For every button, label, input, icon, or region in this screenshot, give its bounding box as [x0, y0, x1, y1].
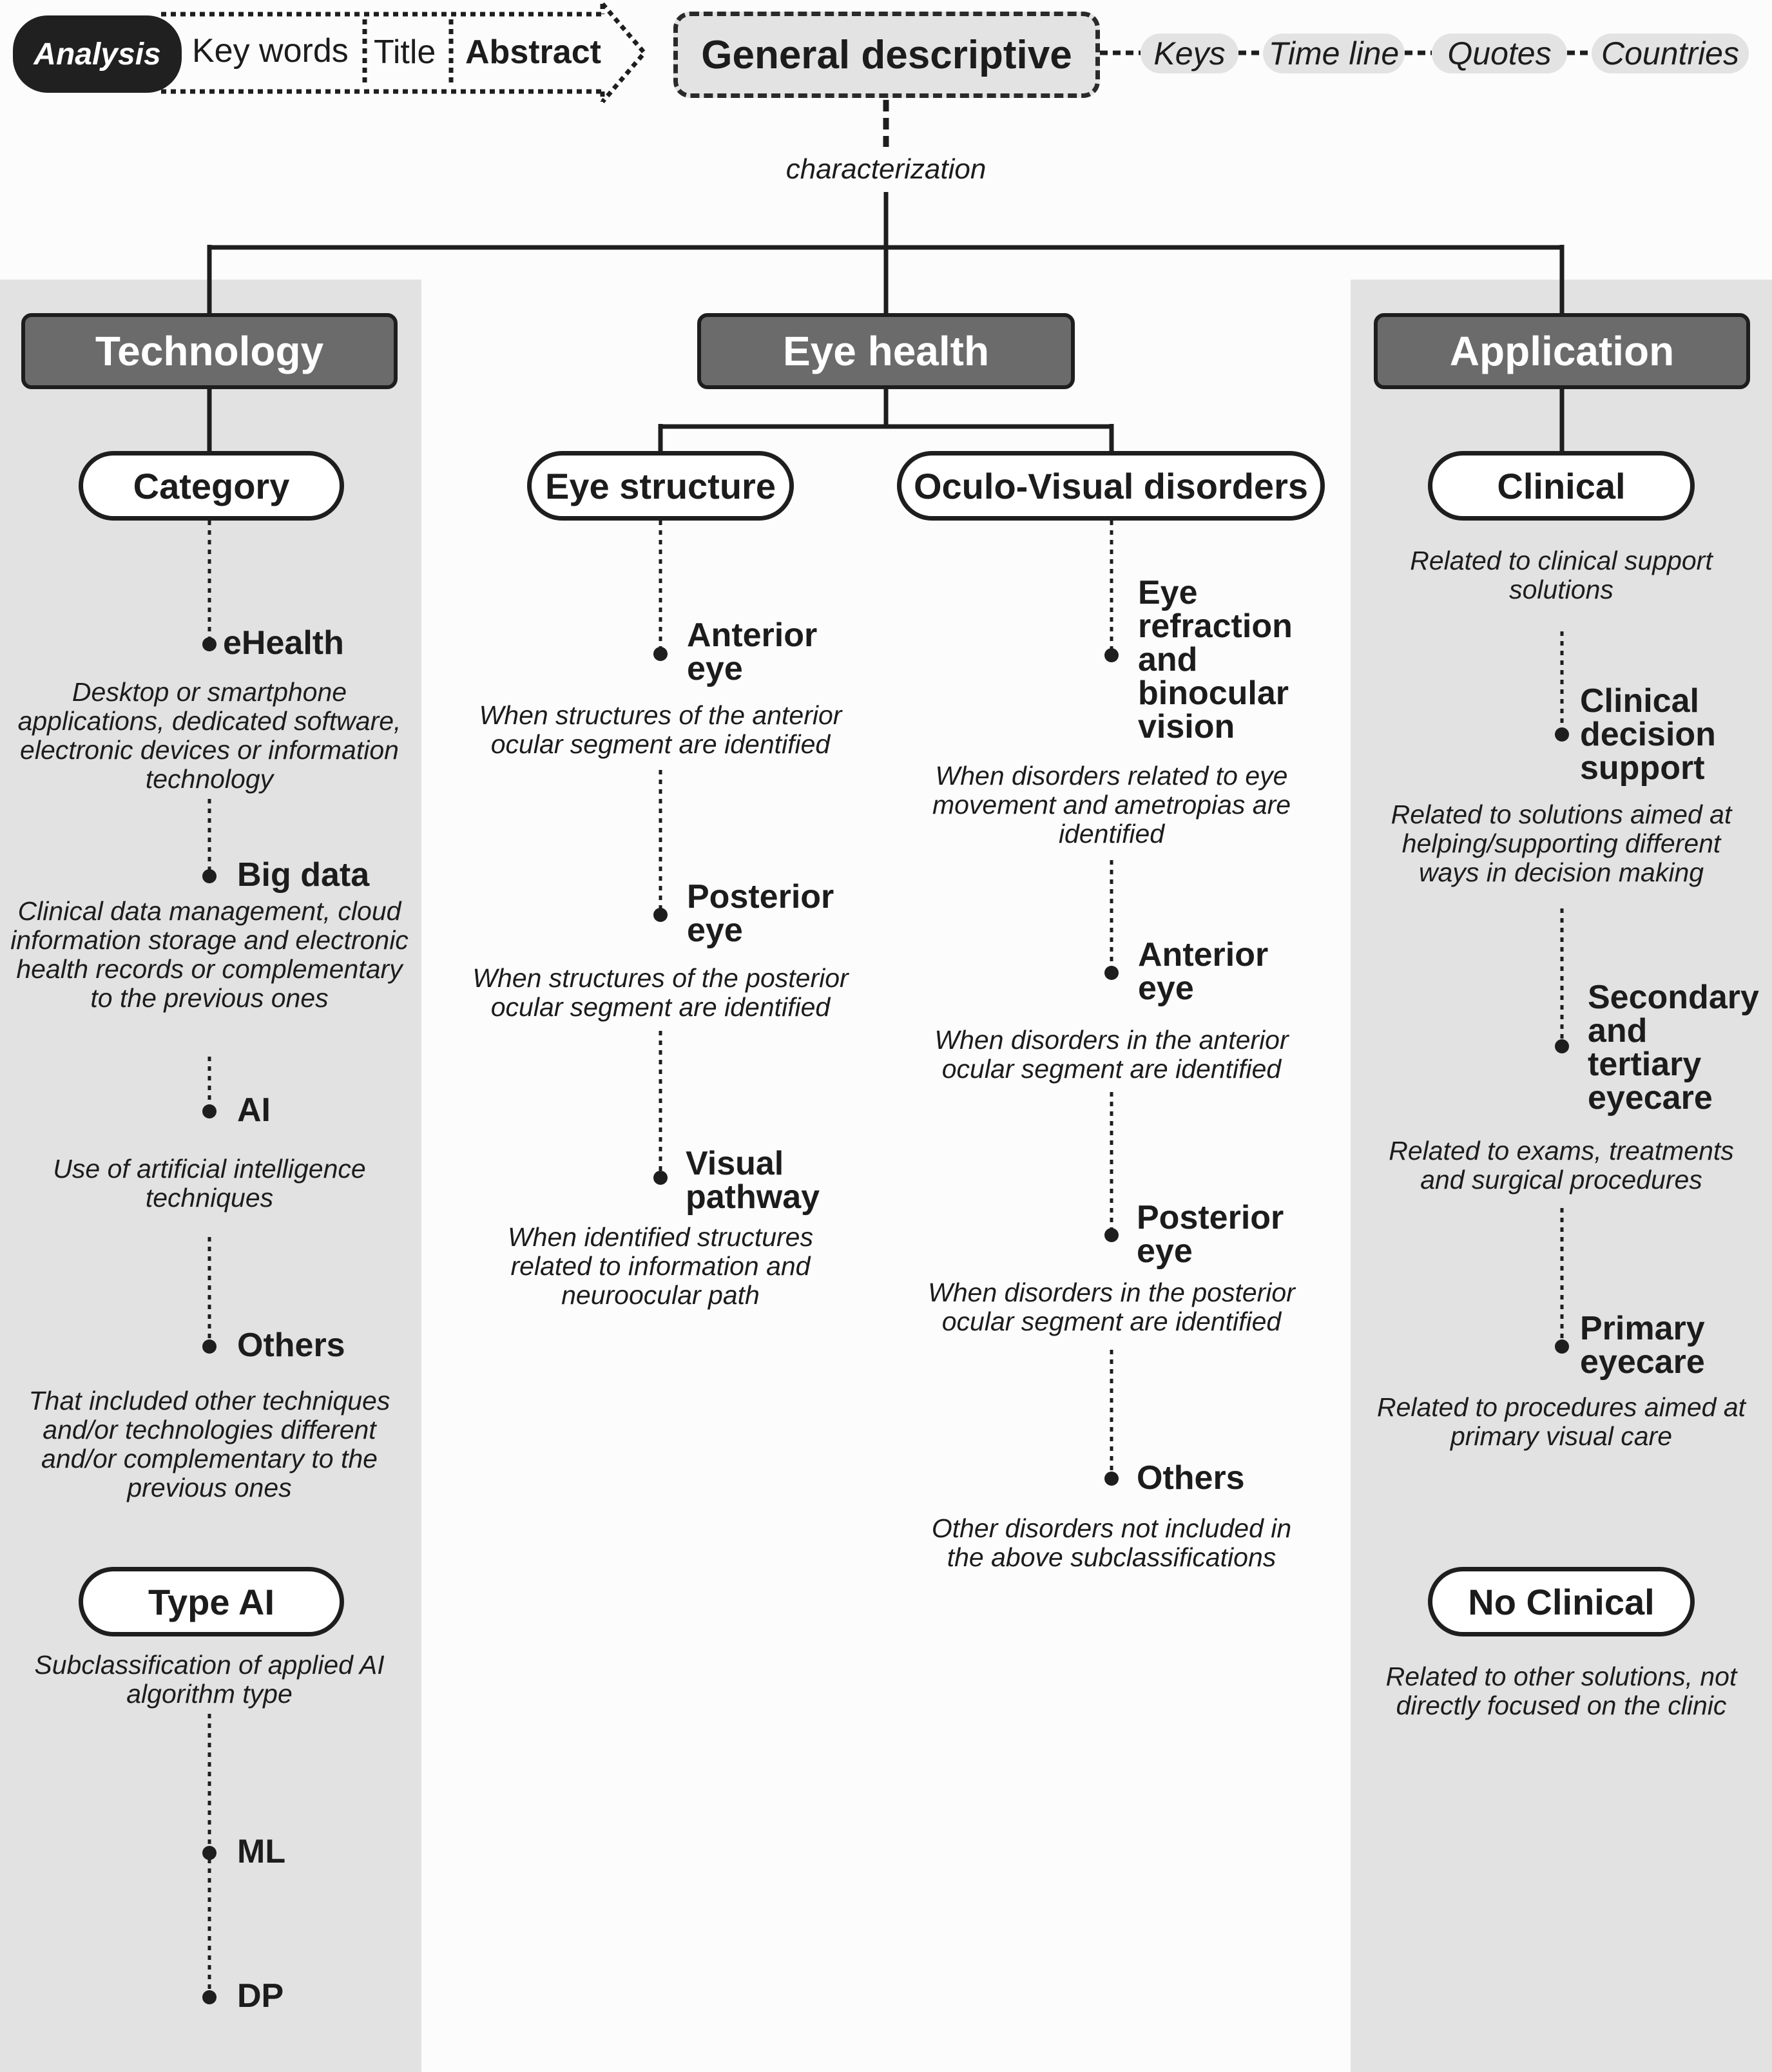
technology-box: Technology — [21, 313, 398, 389]
eye-structure-item-description: When structures of the posterior ocular … — [472, 963, 849, 1022]
clinical-description: Related to clinical support solutions — [1410, 546, 1713, 604]
no-clinical-description: Related to other solutions, not directly… — [1385, 1662, 1737, 1720]
eye-structure-pill: Eye structure — [527, 451, 794, 521]
application-column-bg — [1351, 280, 1772, 2072]
eye-structure-item-title: Anterior eye — [687, 617, 818, 687]
keyword-countries: Countries — [1592, 34, 1749, 73]
analysis-pill: Analysis — [13, 15, 182, 93]
abstract-label: Abstract — [465, 34, 601, 71]
characterization-label: characterization — [725, 153, 1047, 186]
clinical-item-description: Related to procedures aimed at primary v… — [1376, 1392, 1746, 1451]
application-box: Application — [1374, 313, 1750, 389]
title-label: Title — [374, 34, 436, 71]
disorder-item-description: When disorders related to eye movement a… — [932, 761, 1291, 849]
category-item-description: Clinical data management, cloud informat… — [10, 896, 409, 1013]
category-item-description: That included other techniques and/or te… — [28, 1386, 390, 1502]
type-ai-pill: Type AI — [79, 1567, 344, 1636]
type-ai-item: DP — [237, 1977, 284, 2015]
category-item-title: Others — [237, 1327, 345, 1364]
keyword-keys: Keys — [1141, 34, 1238, 73]
clinical-item-title: Clinical decision support — [1580, 682, 1716, 787]
no-clinical-pill: No Clinical — [1428, 1567, 1695, 1636]
keywords-label: Key words — [192, 32, 349, 70]
category-item-title: AI — [237, 1091, 271, 1129]
eye-structure-item-title: Visual pathway — [686, 1145, 820, 1216]
category-pill: Category — [79, 451, 344, 521]
clinical-item-title: Secondary and tertiary eyecare — [1588, 979, 1759, 1117]
clinical-item-description: Related to exams, treatments and surgica… — [1389, 1136, 1734, 1194]
disorder-item-description: When disorders in the anterior ocular se… — [934, 1025, 1289, 1084]
category-item-description: Desktop or smartphone applications, dedi… — [17, 677, 401, 794]
disorder-item-description: Other disorders not included in the abov… — [931, 1513, 1292, 1572]
category-item-title: Big data — [237, 856, 370, 894]
eye-structure-item-title: Posterior eye — [687, 878, 834, 949]
clinical-item-title: Primary eyecare — [1580, 1310, 1705, 1381]
disorder-item-title: Others — [1137, 1459, 1245, 1497]
clinical-pill: Clinical — [1428, 451, 1695, 521]
eye-structure-item-description: When structures of the anterior ocular s… — [479, 700, 842, 759]
disorder-item-title: Eye refraction and binocular vision — [1138, 574, 1293, 745]
type-ai-item: ML — [237, 1833, 286, 1870]
clinical-item-description: Related to solutions aimed at helping/su… — [1391, 800, 1732, 887]
type-ai-description: Subclassification of applied AI algorith… — [34, 1650, 385, 1709]
eye-structure-item-description: When identified structures related to in… — [507, 1222, 813, 1310]
general-descriptive-box: General descriptive — [673, 12, 1100, 98]
disorder-item-title: Anterior eye — [1138, 936, 1269, 1007]
eye-health-box: Eye health — [697, 313, 1075, 389]
disorder-item-description: When disorders in the posterior ocular s… — [928, 1278, 1295, 1336]
category-item-title: eHealth — [223, 624, 344, 662]
oculo-visual-disorders-pill: Oculo-Visual disorders — [897, 451, 1325, 521]
keyword-quotes: Quotes — [1432, 34, 1567, 73]
disorder-item-title: Posterior eye — [1137, 1199, 1284, 1270]
keyword-timeline: Time line — [1263, 34, 1405, 73]
category-item-description: Use of artificial intelligence technique… — [53, 1154, 366, 1213]
